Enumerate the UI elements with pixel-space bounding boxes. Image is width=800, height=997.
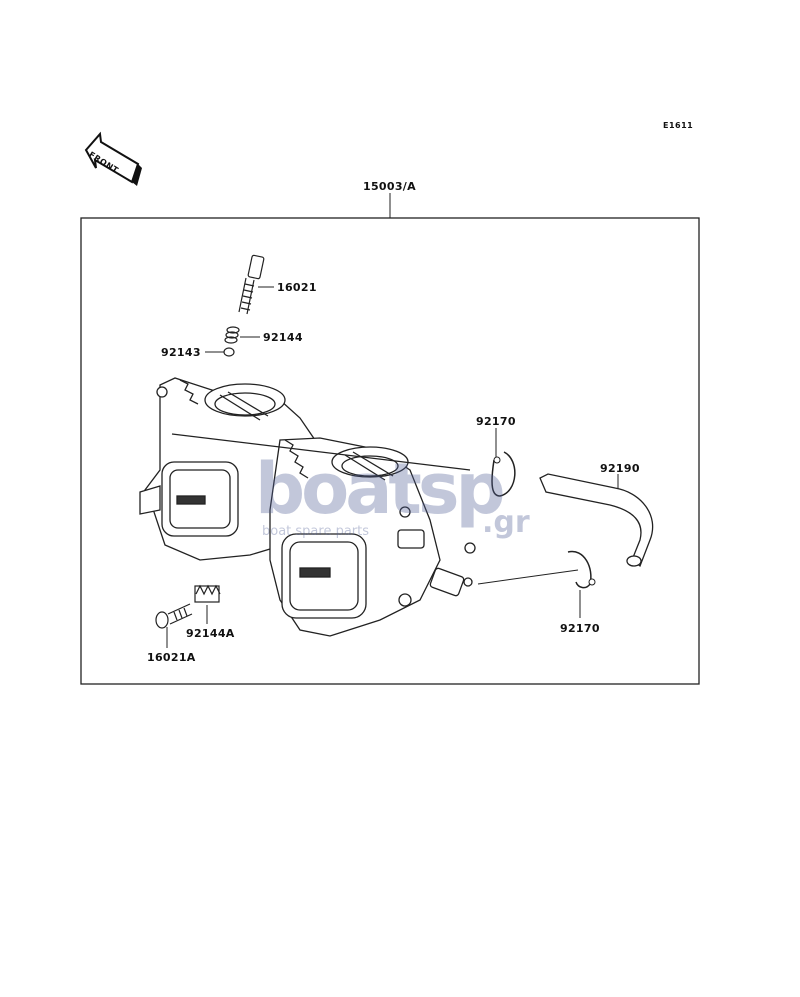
- part-label-16021: 16021: [277, 281, 317, 294]
- watermark-tagline: boat spare parts: [262, 524, 370, 539]
- part-label-92170-top: 92170: [476, 415, 516, 428]
- hose-92190: [539, 473, 654, 568]
- clip-92170-bottom: [567, 550, 592, 589]
- assembly-part-number: 15003/A: [363, 180, 416, 193]
- washer-92143: [223, 347, 235, 357]
- part-label-92144A: 92144A: [186, 627, 235, 640]
- front-arrow-icon: [84, 131, 142, 186]
- spring-92144: [224, 326, 240, 344]
- watermark-logo: boatsp: [255, 448, 506, 530]
- part-label-92143: 92143: [161, 346, 201, 359]
- clip-92170-top: [491, 451, 516, 497]
- part-label-16021A: 16021A: [147, 651, 196, 664]
- reference-code: E1611: [663, 121, 694, 130]
- carburetor-assembly: [139, 377, 476, 637]
- part-label-92190: 92190: [600, 462, 640, 475]
- part-label-92170-bottom: 92170: [560, 622, 600, 635]
- part-label-92144: 92144: [263, 331, 303, 344]
- screw-16021A: [155, 603, 193, 629]
- spring-92144A: [194, 584, 221, 603]
- watermark-suffix: .gr: [482, 505, 530, 540]
- idle-screw-16021: [238, 254, 265, 315]
